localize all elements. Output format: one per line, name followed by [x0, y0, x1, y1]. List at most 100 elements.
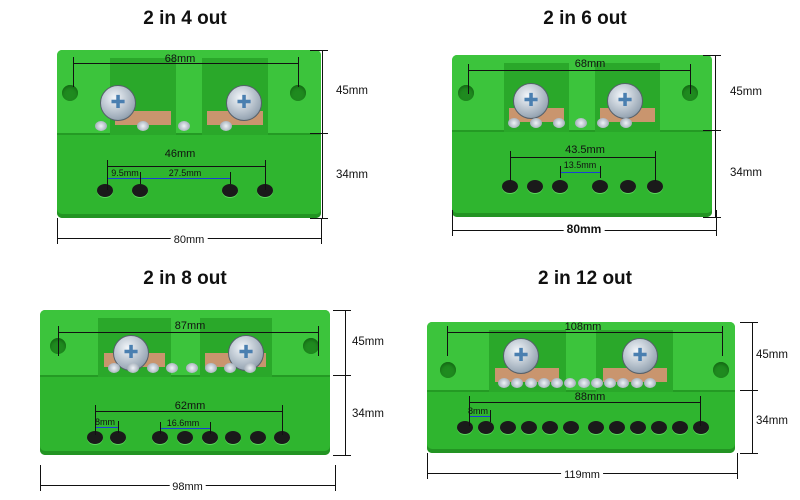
dimension-label-inner-gap: 13.5mm	[563, 160, 597, 170]
dimension-line	[560, 172, 600, 173]
width-tick	[452, 210, 453, 236]
dimension-line	[469, 402, 700, 403]
width-tick	[321, 218, 322, 244]
output-wire-hole	[592, 180, 608, 193]
height-tick	[310, 218, 328, 219]
dimension-label-top-height: 45mm	[730, 85, 762, 98]
height-tick	[703, 217, 721, 218]
dimension-label-outer-hole-span: 46mm	[164, 148, 196, 160]
output-screw-icon	[619, 118, 632, 128]
output-wire-hole	[257, 184, 273, 197]
dimension-tick	[318, 326, 319, 356]
output-wire-hole	[527, 180, 543, 193]
dimension-tick	[265, 160, 266, 190]
output-wire-hole	[647, 180, 663, 193]
output-wire-hole	[521, 421, 537, 434]
output-screw-icon	[530, 118, 543, 128]
output-screw-icon	[204, 363, 217, 373]
output-wire-hole	[588, 421, 604, 434]
dimension-tick	[107, 172, 108, 184]
dimension-label-width: 80mm	[170, 234, 208, 246]
output-screw-icon	[136, 121, 149, 131]
output-screw-icon	[577, 378, 590, 388]
height-tick	[310, 50, 328, 51]
dimension-line	[140, 178, 230, 179]
height-dimension-line	[715, 55, 716, 217]
output-wire-hole	[225, 431, 241, 444]
dimension-tick	[95, 405, 96, 435]
output-wire-hole	[110, 431, 126, 444]
dimension-tick	[655, 151, 656, 181]
height-tick	[740, 453, 758, 454]
output-wire-hole	[542, 421, 558, 434]
width-tick	[40, 465, 41, 491]
dimension-tick	[95, 421, 96, 433]
output-screw-icon	[597, 118, 610, 128]
output-wire-hole	[478, 421, 494, 434]
output-wire-hole	[202, 431, 218, 444]
output-wire-hole	[563, 421, 579, 434]
output-wire-hole	[97, 184, 113, 197]
mounting-hole	[713, 362, 729, 378]
mounting-hole	[440, 362, 456, 378]
dimension-line	[107, 166, 265, 167]
output-screw-icon	[243, 363, 256, 373]
dimension-label-width: 80mm	[563, 222, 605, 236]
dimension-line	[469, 416, 490, 417]
dimension-tick	[58, 326, 59, 356]
terminal-block-body	[40, 310, 330, 455]
output-screw-icon	[552, 118, 565, 128]
product-title: 2 in 12 out	[538, 268, 632, 289]
output-wire-hole	[152, 431, 168, 444]
dimension-label-outer-hole-span: 43.5mm	[565, 144, 605, 156]
dimension-tick	[690, 64, 691, 94]
dimension-line	[510, 157, 655, 158]
dimension-label-bottom-height: 34mm	[730, 166, 762, 179]
output-screw-icon	[146, 363, 159, 373]
width-tick	[335, 465, 336, 491]
dimension-line	[468, 70, 690, 71]
output-wire-hole	[132, 184, 148, 197]
output-wire-hole	[222, 184, 238, 197]
terminal-block-top	[40, 310, 330, 377]
width-tick	[57, 218, 58, 244]
dimension-tick	[230, 172, 231, 184]
dimension-label-width: 119mm	[561, 469, 603, 481]
height-tick	[703, 130, 721, 131]
terminal-block-body	[452, 55, 712, 217]
output-screw-icon	[95, 121, 107, 131]
output-screw-icon	[508, 118, 520, 128]
output-screw-icon	[108, 363, 120, 373]
dimension-tick	[210, 422, 211, 434]
output-screw-icon	[604, 378, 616, 388]
dimension-tick	[600, 166, 601, 178]
output-screw-icon	[564, 378, 577, 388]
dimension-label-mount-spacing: 68mm	[574, 58, 606, 70]
dimension-label-top-height: 45mm	[352, 335, 384, 348]
height-dimension-line	[345, 310, 346, 455]
output-wire-hole	[177, 431, 193, 444]
dimension-label-outer-hole-span: 62mm	[174, 400, 206, 412]
mounting-hole	[62, 85, 78, 101]
dimension-line	[95, 411, 282, 412]
output-wire-hole	[651, 421, 667, 434]
output-screw-icon	[498, 378, 510, 388]
mounting-hole	[290, 85, 306, 101]
output-wire-hole	[620, 180, 636, 193]
output-wire-hole	[630, 421, 646, 434]
output-screw-icon	[575, 118, 587, 128]
mounting-hole	[303, 338, 319, 354]
dimension-label-inner-gap: 16.6mm	[166, 418, 200, 428]
dimension-tick	[282, 405, 283, 435]
output-wire-hole	[552, 180, 568, 193]
dimension-tick	[73, 57, 74, 87]
output-screw-icon	[224, 363, 237, 373]
dimension-line	[160, 428, 210, 429]
dimension-label-outer-hole-span: 88mm	[574, 391, 606, 403]
output-wire-hole	[457, 421, 473, 434]
width-tick	[737, 453, 738, 479]
dimension-label-bottom-height: 34mm	[336, 168, 368, 181]
dimension-tick	[447, 326, 448, 356]
product-title: 2 in 6 out	[543, 8, 627, 29]
output-screw-icon	[590, 378, 603, 388]
